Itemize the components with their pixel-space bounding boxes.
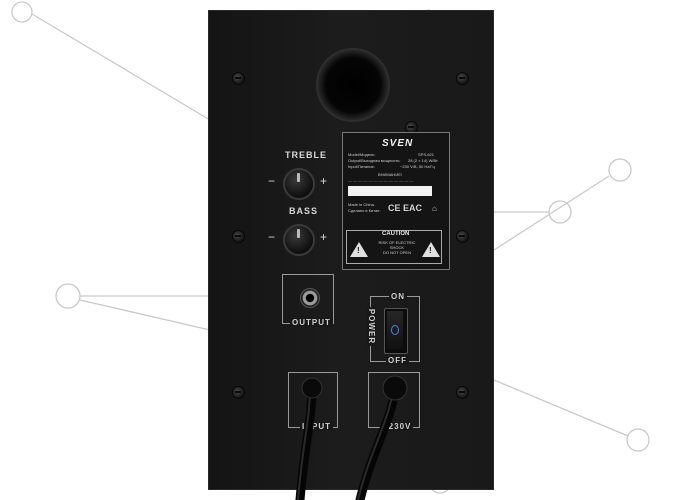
output-jack[interactable]	[300, 288, 320, 308]
power-indicator-icon	[391, 325, 399, 335]
caution-line2: SHOCK	[389, 245, 405, 250]
serial-number-box	[348, 186, 432, 196]
recycle-icon: ⌂	[432, 204, 437, 213]
output-line: Output/Выходная мощность:	[348, 158, 401, 163]
treble-plus: +	[320, 174, 328, 188]
bass-knob[interactable]	[283, 224, 315, 256]
caution-text: RISK OF ELECTRIC SHOCK DO NOT OPEN	[372, 240, 422, 255]
mains-label: ~230V	[381, 422, 414, 431]
screw-icon	[456, 72, 469, 85]
input-value: ~230 V/В, 50 Hz/Гц	[400, 164, 435, 169]
bass-minus: −	[268, 230, 276, 244]
warning-text: ВНИМАНИЕ!	[378, 172, 402, 177]
treble-label: TREBLE	[285, 150, 327, 160]
caution-line1: RISK OF ELECTRIC	[378, 240, 416, 245]
bass-plus: +	[320, 230, 328, 244]
caution-title: CAUTION	[382, 231, 410, 237]
made-in-line1: Made in China.	[348, 202, 375, 207]
screw-icon	[232, 72, 245, 85]
screw-icon	[232, 386, 245, 399]
treble-knob[interactable]	[283, 168, 315, 200]
input-line: Input/Питание:	[348, 164, 375, 169]
screw-icon	[232, 230, 245, 243]
screw-icon	[456, 230, 469, 243]
brand-logo: SVEN	[382, 138, 414, 149]
caution-line3: DO NOT OPEN	[383, 250, 411, 255]
bass-reflex-port	[316, 48, 390, 122]
power-on-label: ON	[389, 292, 407, 301]
warning-triangle-icon: !	[422, 242, 440, 257]
screw-icon	[456, 386, 469, 399]
model-line: Model/Модель:	[348, 152, 376, 157]
bass-label: BASS	[289, 206, 319, 216]
output-value: 28 (2 × 14) W/Вт	[408, 158, 438, 163]
output-label: OUTPUT	[290, 318, 333, 327]
caution-box	[346, 230, 442, 264]
certification-marks: CE EAC	[388, 203, 423, 213]
input-label: INPUT	[300, 422, 333, 431]
warning-triangle-icon: !	[350, 242, 368, 257]
model-value: SPS-621	[418, 152, 435, 157]
power-off-label: OFF	[386, 356, 409, 365]
treble-minus: −	[268, 174, 276, 188]
made-in-line2: Сделано в Китае.	[348, 208, 381, 213]
fine-print: — — — — — — — — — — — — —	[348, 178, 414, 183]
